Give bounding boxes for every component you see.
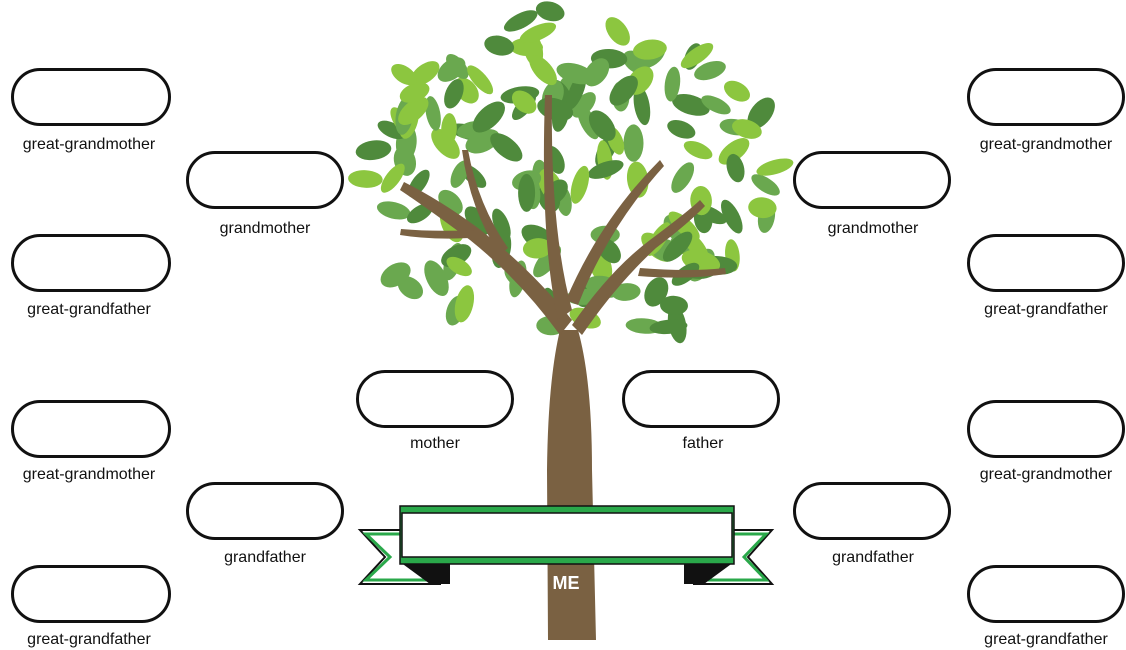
leaf xyxy=(511,90,537,114)
me-banner xyxy=(357,505,775,585)
great-grandmother-left-1-box[interactable] xyxy=(11,68,171,126)
leaf xyxy=(376,201,411,220)
leaf xyxy=(410,61,440,86)
grandmother-right-label: grandmother xyxy=(827,220,919,237)
leaf xyxy=(399,82,430,103)
leaf xyxy=(397,276,424,300)
grandmother-left-label: grandmother xyxy=(219,220,311,237)
leaf xyxy=(391,64,417,86)
grandfather-right-box[interactable] xyxy=(793,482,951,540)
great-grandmother-right-1-label: great-grandmother xyxy=(979,136,1113,153)
leaf xyxy=(450,160,469,188)
leaf xyxy=(406,203,433,224)
great-grandmother-left-2-box[interactable] xyxy=(11,400,171,458)
grandmother-left-box[interactable] xyxy=(186,151,344,209)
great-grandmother-right-2-box[interactable] xyxy=(967,400,1125,458)
leaf xyxy=(444,79,464,109)
leaf xyxy=(660,295,688,316)
leaf xyxy=(662,231,693,262)
leaf xyxy=(535,1,565,22)
father-label: father xyxy=(682,435,724,452)
grandfather-right-label: grandfather xyxy=(832,549,914,566)
leaf xyxy=(377,120,406,140)
grandfather-left-box[interactable] xyxy=(186,482,344,540)
great-grandfather-left-2-box[interactable] xyxy=(11,565,171,623)
leaf xyxy=(721,199,743,234)
leaf xyxy=(446,256,472,277)
leaf xyxy=(467,65,494,95)
leaf xyxy=(667,120,696,139)
father-box[interactable] xyxy=(622,370,780,428)
great-grandfather-right-1-box[interactable] xyxy=(967,234,1125,292)
leaf xyxy=(519,22,557,44)
leaf xyxy=(726,153,745,183)
leaf xyxy=(454,285,475,323)
leaf xyxy=(724,80,750,102)
leaf xyxy=(683,140,713,160)
leaf xyxy=(732,119,762,139)
leaf xyxy=(446,54,469,79)
leaf xyxy=(672,94,710,116)
tree-foliage xyxy=(348,1,794,344)
leaf xyxy=(380,262,411,288)
great-grandmother-left-2-label: great-grandmother xyxy=(22,466,156,483)
great-grandmother-right-1-box[interactable] xyxy=(967,68,1125,126)
great-grandmother-left-1-label: great-grandmother xyxy=(22,136,156,153)
leaf xyxy=(431,128,460,159)
leaf xyxy=(441,113,457,146)
great-grandfather-right-2-box[interactable] xyxy=(967,565,1125,623)
mother-box[interactable] xyxy=(356,370,514,428)
leaf xyxy=(587,160,624,179)
leaf xyxy=(424,260,449,296)
leaf xyxy=(588,110,616,141)
leaf xyxy=(701,95,731,115)
leaf xyxy=(518,173,536,212)
leaf xyxy=(751,174,780,196)
leaf xyxy=(465,129,500,154)
leaf xyxy=(464,206,491,235)
leaf xyxy=(668,211,700,241)
leaf xyxy=(633,85,651,126)
leaf xyxy=(748,197,777,219)
leaf xyxy=(503,10,538,32)
leaf xyxy=(644,277,669,307)
leaf xyxy=(425,96,441,131)
leaf xyxy=(623,124,644,162)
mother-label: mother xyxy=(410,435,460,452)
leaf xyxy=(605,17,630,46)
great-grandfather-left-1-label: great-grandfather xyxy=(27,301,151,318)
leaf xyxy=(747,97,775,129)
leaf xyxy=(484,35,515,56)
great-grandfather-left-2-label: great-grandfather xyxy=(27,631,151,648)
leaf xyxy=(633,39,667,60)
leaf xyxy=(609,75,638,106)
leaf xyxy=(355,140,392,161)
leaf xyxy=(756,158,794,176)
leaf xyxy=(664,66,681,102)
grandfather-left-label: grandfather xyxy=(224,549,306,566)
great-grandfather-right-1-label: great-grandfather xyxy=(984,301,1108,318)
leaf xyxy=(671,162,695,193)
leaf xyxy=(694,61,726,81)
leaf xyxy=(556,62,595,85)
leaf xyxy=(348,170,383,188)
leaf xyxy=(680,43,714,69)
leaf xyxy=(718,138,750,165)
leaf xyxy=(571,92,596,118)
me-label: ME xyxy=(552,573,580,593)
great-grandmother-right-2-label: great-grandmother xyxy=(979,466,1113,483)
leaf xyxy=(522,238,552,259)
leaf xyxy=(380,163,405,193)
leaf xyxy=(529,55,557,86)
leaf xyxy=(398,96,429,126)
leaf xyxy=(472,101,505,133)
great-grandfather-right-2-label: great-grandfather xyxy=(984,631,1108,648)
leaf xyxy=(649,319,688,335)
great-grandfather-left-1-box[interactable] xyxy=(11,234,171,292)
leaf xyxy=(490,133,523,162)
grandmother-right-box[interactable] xyxy=(793,151,951,209)
leaf xyxy=(570,165,590,204)
